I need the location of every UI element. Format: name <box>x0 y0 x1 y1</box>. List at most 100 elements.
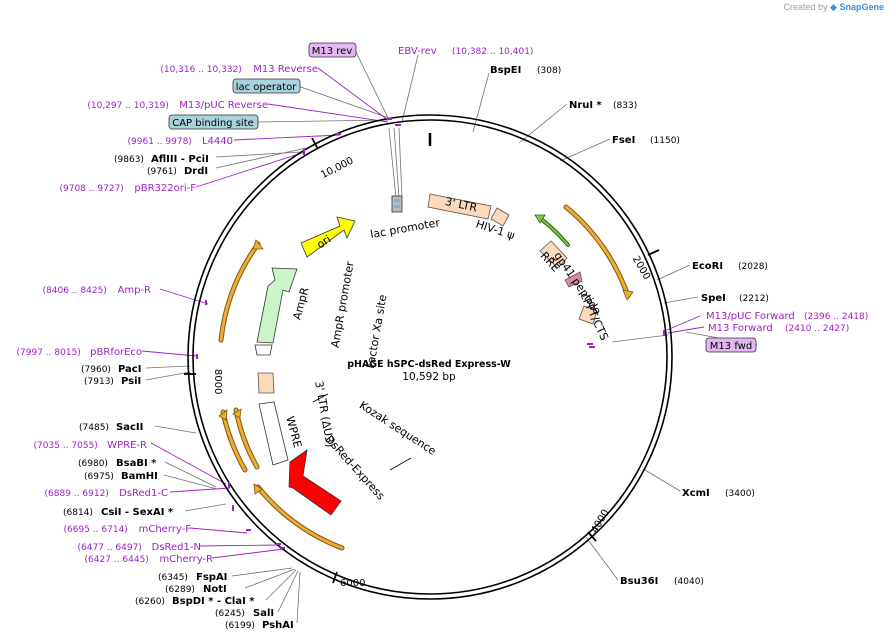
site-bsu36i[interactable]: Bsu36I (4040) <box>620 576 704 587</box>
snapgene-credit: Created by ◆ SnapGene <box>784 2 885 13</box>
site-sacii-pos: (7485) <box>79 423 109 433</box>
site-fspai-name: FspAI <box>196 572 227 583</box>
site-psii[interactable]: (7913) PsiI <box>84 376 141 387</box>
box-cap-binding-site[interactable]: CAP binding site <box>168 114 259 130</box>
site-afliii-pcii[interactable]: (9863) AflIII - PciI <box>114 154 209 165</box>
feature-dsred1-c-name: DsRed1-C <box>119 488 168 499</box>
box-lac-operator-text: lac operator <box>236 82 297 93</box>
box-m13-fwd[interactable]: M13 fwd <box>705 337 757 353</box>
site-noti-pos: (6289) <box>165 585 195 595</box>
site-fspai[interactable]: (6345) FspAI <box>158 572 227 583</box>
site-pshai[interactable]: (6199) PshAI <box>225 620 294 631</box>
feature-3ltr-du3-shape[interactable] <box>257 372 275 394</box>
site-spei[interactable]: SpeI (2212) <box>701 293 769 304</box>
site-bsu36i-name: Bsu36I <box>620 576 658 587</box>
feature-m13-reverse-range: (10,316 .. 10,332) <box>160 65 241 75</box>
box-m13-rev[interactable]: M13 rev <box>308 42 357 58</box>
feature-lac-promoter-shape[interactable] <box>391 195 403 213</box>
feature-rre-shape[interactable] <box>539 240 568 269</box>
site-spei-pos: (2212) <box>739 294 769 304</box>
site-fspai-pos: (6345) <box>158 573 188 583</box>
feature-pbr322ori-f-name: pBR322ori-F <box>134 183 196 194</box>
site-pshai-name: PshAI <box>262 620 294 631</box>
feature-mcherry-f-name: mCherry-F <box>139 524 192 535</box>
feature-ebv-rev[interactable]: EBV-rev (10,382 .. 10,401) <box>398 46 533 57</box>
snapgene-logo-icon: ◆ <box>830 2 837 12</box>
site-xcmi[interactable]: XcmI (3400) <box>682 488 755 499</box>
arc-arrowheads <box>218 214 634 495</box>
label-wpre: WPRE <box>283 415 304 449</box>
site-bsu36i-pos: (4040) <box>674 577 704 587</box>
feature-hiv-psi-shape[interactable] <box>490 207 510 227</box>
label-dsred: DsRed-Express <box>323 433 388 503</box>
credit-prefix: Created by <box>783 2 828 12</box>
site-drdi-pos: (9761) <box>147 167 177 177</box>
feature-cppt-shape[interactable] <box>578 305 598 325</box>
site-noti[interactable]: (6289) NotI <box>165 584 227 595</box>
feature-wpre-r[interactable]: (7035 .. 7055) WPRE-R <box>34 440 148 451</box>
feature-mcherry-r[interactable]: (6427 .. 6445) mCherry-R <box>85 554 214 565</box>
feature-wpre-shape[interactable] <box>258 401 289 466</box>
feature-pbr322ori-f-range: (9708 .. 9727) <box>60 184 124 194</box>
plasmid-name: pHAGE hSPC-dsRed Express-W <box>347 359 511 370</box>
feature-amp-r-name: Amp-R <box>118 285 152 296</box>
site-drdi-name: DrdI <box>184 166 208 177</box>
feature-mcherry-f[interactable]: (6695 .. 6714) mCherry-F <box>64 524 192 535</box>
feature-m13-puc-forward[interactable]: M13/pUC Forward (2396 .. 2418) <box>706 311 868 322</box>
feature-ori-shape[interactable] <box>300 216 356 258</box>
site-bsabi-pos: (6980) <box>78 459 108 469</box>
feature-dsred1-c[interactable]: (6889 .. 6912) DsRed1-C <box>45 488 168 499</box>
feature-pbrforeco[interactable]: (7997 .. 8015) pBRforEco <box>17 347 142 358</box>
site-paci[interactable]: (7960) PacI <box>81 364 141 375</box>
feature-gp41-shape[interactable] <box>564 271 583 288</box>
feature-m13-reverse[interactable]: (10,316 .. 10,332) M13 Reverse <box>160 64 318 75</box>
right-enzyme-labels: BspEI (308) NruI * (833) FseI (1150) Eco… <box>490 65 769 587</box>
feature-ebv-rev-range: (10,382 .. 10,401) <box>452 47 533 57</box>
site-bspdi-clai[interactable]: (6260) BspDI * - ClaI * <box>135 596 255 607</box>
label-ampr: AmpR <box>290 286 311 321</box>
feature-m13-puc-reverse-name: M13/pUC Reverse <box>179 100 268 111</box>
feature-wpre-r-range: (7035 .. 7055) <box>34 441 98 451</box>
site-ecori[interactable]: EcoRI (2028) <box>692 261 768 272</box>
feature-mcherry-r-name: mCherry-R <box>159 554 213 565</box>
feature-pbr322ori-f[interactable]: (9708 .. 9727) pBR322ori-F <box>60 183 197 194</box>
feature-dsred1-c-range: (6889 .. 6912) <box>45 489 109 499</box>
site-fsei[interactable]: FseI (1150) <box>612 135 680 146</box>
site-sali-name: SalI <box>253 608 274 619</box>
site-bspdi-clai-pos: (6260) <box>135 597 165 607</box>
box-lac-operator[interactable]: lac operator <box>232 78 301 94</box>
feature-l4440[interactable]: (9961 .. 9978) L4440 <box>128 136 233 147</box>
feature-m13-forward[interactable]: M13 Forward (2410 .. 2427) <box>708 323 849 334</box>
feature-pbrforeco-name: pBRforEco <box>90 347 142 358</box>
box-m13-fwd-text: M13 fwd <box>710 341 752 352</box>
feature-3ltr-shape[interactable] <box>427 193 492 220</box>
feature-mcherry-f-range: (6695 .. 6714) <box>64 525 128 535</box>
tick-label-10000: 10,000 <box>319 155 355 181</box>
site-xcmi-pos: (3400) <box>725 489 755 499</box>
site-sacii[interactable]: (7485) SacII <box>79 422 143 433</box>
site-sali-pos: (6245) <box>215 609 245 619</box>
site-bsabi[interactable]: (6980) BsaBI * <box>78 458 157 469</box>
site-bspei[interactable]: BspEI (308) <box>490 65 561 76</box>
feature-dsred-shape[interactable] <box>288 449 342 516</box>
site-bamhi[interactable]: (6975) BamHI <box>84 471 158 482</box>
feature-amp-r[interactable]: (8406 .. 8425) Amp-R <box>43 285 152 296</box>
site-drdi[interactable]: (9761) DrdI <box>147 166 208 177</box>
site-paci-name: PacI <box>118 364 141 375</box>
site-sali[interactable]: (6245) SalI <box>215 608 274 619</box>
site-fsei-name: FseI <box>612 135 635 146</box>
site-csii-sexai-pos: (6814) <box>63 508 93 518</box>
site-csii-sexai[interactable]: (6814) CsiI - SexAI * <box>63 507 174 518</box>
site-nrui[interactable]: NruI * (833) <box>569 100 637 111</box>
feature-ebv-rev-name: EBV-rev <box>398 46 437 57</box>
bp-ticks <box>184 137 660 584</box>
site-xcmi-name: XcmI <box>682 488 710 499</box>
feature-ampr-shape[interactable] <box>256 267 298 344</box>
plasmid-length: 10,592 bp <box>402 371 456 383</box>
credit-brand: SnapGene <box>839 2 884 12</box>
feature-dsred1-n[interactable]: (6477 .. 6497) DsRed1-N <box>78 542 201 553</box>
site-bspei-name: BspEI <box>490 65 521 76</box>
feature-ampr-promoter-shape[interactable] <box>254 344 273 356</box>
feature-m13-puc-reverse[interactable]: (10,297 .. 10,319) M13/pUC Reverse <box>87 100 268 111</box>
